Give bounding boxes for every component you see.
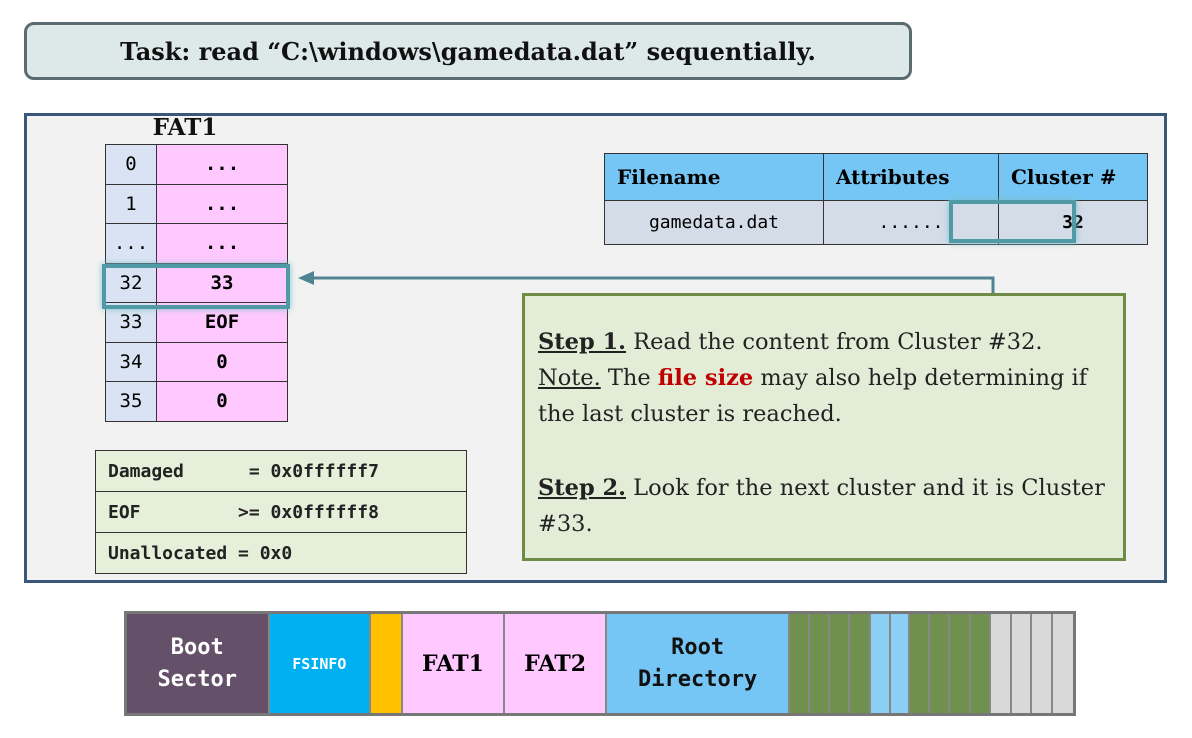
disk-fat1: FAT1	[403, 614, 505, 713]
steps-box: Step 1. Read the content from Cluster #3…	[522, 293, 1126, 561]
data-cluster	[930, 614, 951, 713]
fat-row: ......	[105, 223, 288, 264]
data-cluster	[890, 614, 911, 713]
header-cluster: Cluster #	[998, 153, 1148, 201]
fat-index: 34	[105, 341, 157, 382]
fat-index: 35	[105, 381, 157, 422]
fat-value-legend: Damaged = 0x0ffffff7 EOF >= 0x0ffffff8 U…	[95, 450, 467, 574]
fat-row: 1...	[105, 183, 288, 224]
data-cluster-free	[1012, 614, 1033, 713]
step-1-text: Read the content from Cluster #32.	[626, 329, 1043, 355]
step-1: Step 1. Read the content from Cluster #3…	[538, 324, 1111, 360]
header-attributes: Attributes	[823, 153, 999, 201]
data-cluster	[950, 614, 972, 713]
disk-root-directory: Root Directory	[607, 614, 790, 713]
legend-damaged: Damaged = 0x0ffffff7	[95, 450, 467, 492]
data-cluster	[789, 614, 810, 713]
data-cluster-free	[991, 614, 1013, 713]
fat-value: 0	[156, 381, 288, 422]
fat-title: FAT1	[152, 114, 218, 141]
step-2-text: Look for the next cluster and it is Clus…	[538, 475, 1105, 537]
boot-label-2: Sector	[157, 666, 237, 692]
fat-row: 0...	[105, 144, 288, 185]
task-banner: Task: read “C:\windows\gamedata.dat” seq…	[24, 22, 912, 80]
fat-index: 0	[105, 144, 157, 185]
data-cluster	[809, 614, 830, 713]
fat-value: ...	[156, 183, 288, 224]
step-2-heading: Step 2.	[538, 475, 627, 501]
fat-row-highlight	[102, 264, 290, 309]
boot-label-1: Boot	[170, 634, 224, 660]
fat2-label: FAT2	[524, 650, 587, 677]
legend-eof: EOF >= 0x0ffffff8	[95, 491, 467, 533]
note: Note. The file size may also help determ…	[538, 360, 1111, 432]
data-cluster	[870, 614, 891, 713]
fsinfo-label: FSINFO	[292, 654, 347, 673]
disk-fsinfo: FSINFO	[269, 614, 372, 713]
data-cluster	[829, 614, 850, 713]
data-cluster-free	[1032, 614, 1054, 713]
data-cluster	[849, 614, 871, 713]
header-filename: Filename	[604, 153, 824, 201]
root-label-1: Root	[671, 634, 725, 660]
cell-attributes: ......	[823, 200, 999, 245]
note-text-post: may also help determining if the last cl…	[538, 365, 1088, 427]
data-cluster	[910, 614, 931, 713]
disk-reserved	[371, 614, 404, 713]
fat-value: 0	[156, 341, 288, 382]
legend-unallocated: Unallocated = 0x0	[95, 532, 467, 574]
root-label-2: Directory	[638, 666, 758, 692]
step-1-heading: Step 1.	[538, 329, 627, 355]
fat-value: 33	[156, 262, 288, 303]
step-2: Step 2. Look for the next cluster and it…	[538, 470, 1111, 542]
cluster-cell-highlight	[949, 200, 1076, 243]
fat1-label: FAT1	[422, 650, 484, 677]
fat-value: ...	[156, 144, 288, 185]
note-heading: Note.	[538, 365, 601, 391]
cell-filename: gamedata.dat	[604, 200, 824, 245]
data-cluster	[971, 614, 992, 713]
data-cluster-free	[1053, 614, 1073, 713]
task-text: Task: read “C:\windows\gamedata.dat” seq…	[120, 36, 816, 66]
note-text-pre: The	[600, 365, 658, 391]
disk-layout-bar: Boot Sector FSINFO FAT1 FAT2 Root Direct…	[124, 611, 1076, 716]
fat-index: 32	[105, 262, 157, 303]
fat-value: ...	[156, 223, 288, 264]
disk-boot-sector: Boot Sector	[127, 614, 270, 713]
fat-index: 1	[105, 183, 157, 224]
fat-index: ...	[105, 223, 157, 264]
directory-entry-table: Filename Attributes Cluster # gamedata.d…	[604, 153, 1148, 245]
note-highlight: file size	[657, 365, 754, 391]
disk-fat2: FAT2	[504, 614, 608, 713]
